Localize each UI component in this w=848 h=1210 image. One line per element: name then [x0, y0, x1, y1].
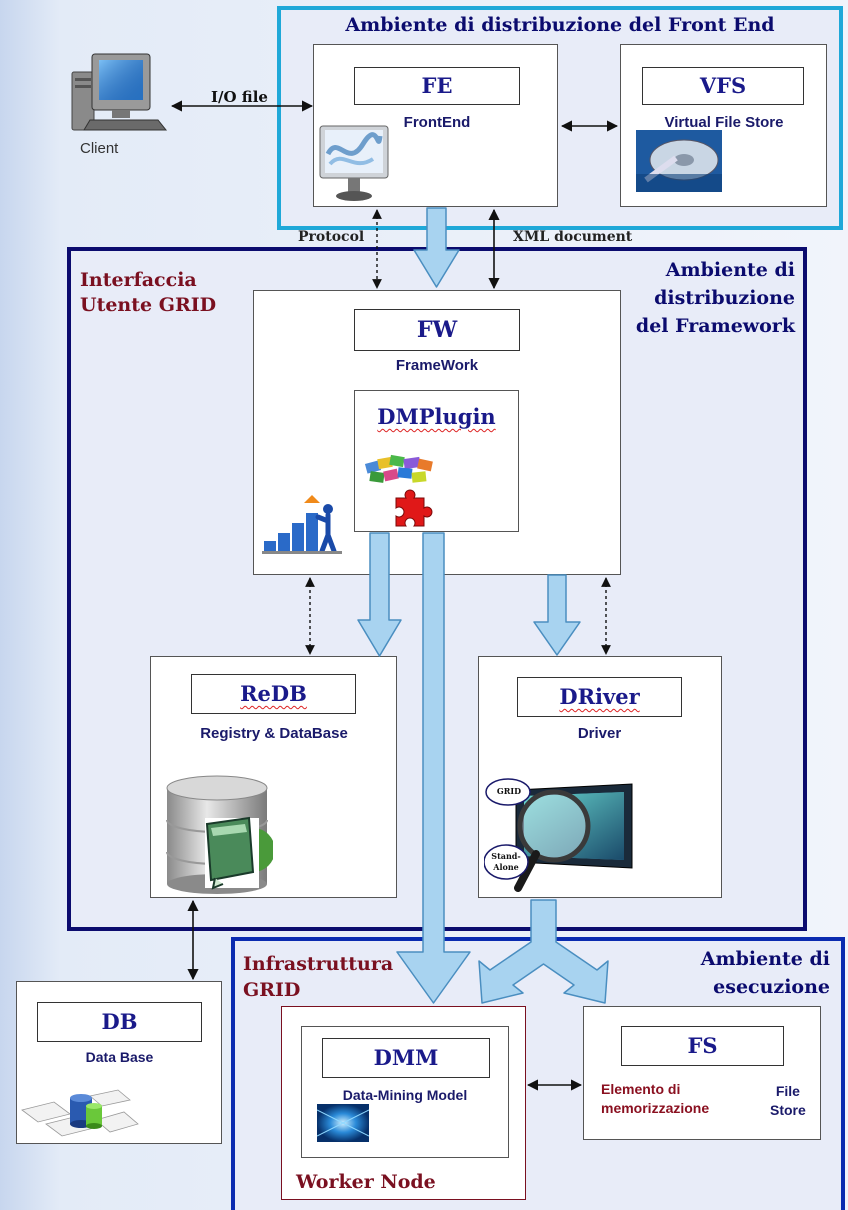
dmplugin-dmm-flow-arrow: [396, 532, 471, 1004]
execution-env-left-title: Infrastruttura GRID: [243, 953, 394, 1001]
db-title: DB: [37, 1002, 202, 1042]
database-icon: [153, 772, 275, 894]
monitor-icon: [318, 124, 390, 204]
fe-name: FrontEnd: [403, 114, 471, 131]
magnifier-screen-icon: [483, 776, 634, 894]
dmplugin-title: DMPlugin: [377, 404, 496, 429]
fe-title: FE: [354, 67, 520, 105]
growth-chart-icon: [262, 495, 344, 557]
dmm-name: Data-Mining Model: [342, 1087, 468, 1103]
framework-env-right-title: Ambiente di distribuzione del Framework: [635, 259, 795, 337]
redb-name: Registry & DataBase: [200, 725, 348, 742]
driver-name: Driver: [577, 725, 622, 742]
redb-title: ReDB: [191, 674, 356, 714]
database-tables-icon: [20, 1080, 140, 1140]
execution-env-right-title: Ambiente di esecuzione: [700, 948, 830, 998]
xml-document-label: XML document: [513, 229, 633, 245]
vfs-title: VFS: [642, 67, 804, 105]
fw-driver-flow-arrow: [533, 574, 581, 656]
worker-node-label: Worker Node: [296, 1171, 436, 1193]
data-tunnel-icon: [316, 1104, 370, 1142]
driver-split-flow-arrow: [478, 899, 609, 1004]
driver-title: DRiver: [517, 677, 682, 717]
client-computer-icon: [62, 50, 168, 132]
fs-storage-label: Elemento di memorizzazione: [601, 1081, 710, 1116]
puzzle-icon: [362, 452, 442, 528]
protocol-label: Protocol: [298, 229, 365, 245]
standalone-bubble-label: Stand- Alone: [491, 851, 521, 872]
grid-bubble-label: GRID: [496, 786, 522, 796]
frontend-env-title: Ambiente di distribuzione del Front End: [345, 14, 775, 36]
fs-title: FS: [621, 1026, 784, 1066]
client-label: Client: [80, 140, 119, 157]
fs-file-store-label: File Store: [770, 1083, 806, 1118]
fw-redb-flow-arrow: [357, 532, 402, 657]
db-name: Data Base: [85, 1049, 154, 1065]
fe-fw-flow-arrow: [413, 207, 460, 288]
fw-title: FW: [354, 309, 520, 351]
vfs-name: Virtual File Store: [664, 114, 784, 131]
fw-name: FrameWork: [395, 357, 479, 374]
hard-disk-icon: [636, 130, 722, 192]
framework-env-left-title: Interfaccia Utente GRID: [80, 269, 217, 316]
dmm-title: DMM: [322, 1038, 490, 1078]
